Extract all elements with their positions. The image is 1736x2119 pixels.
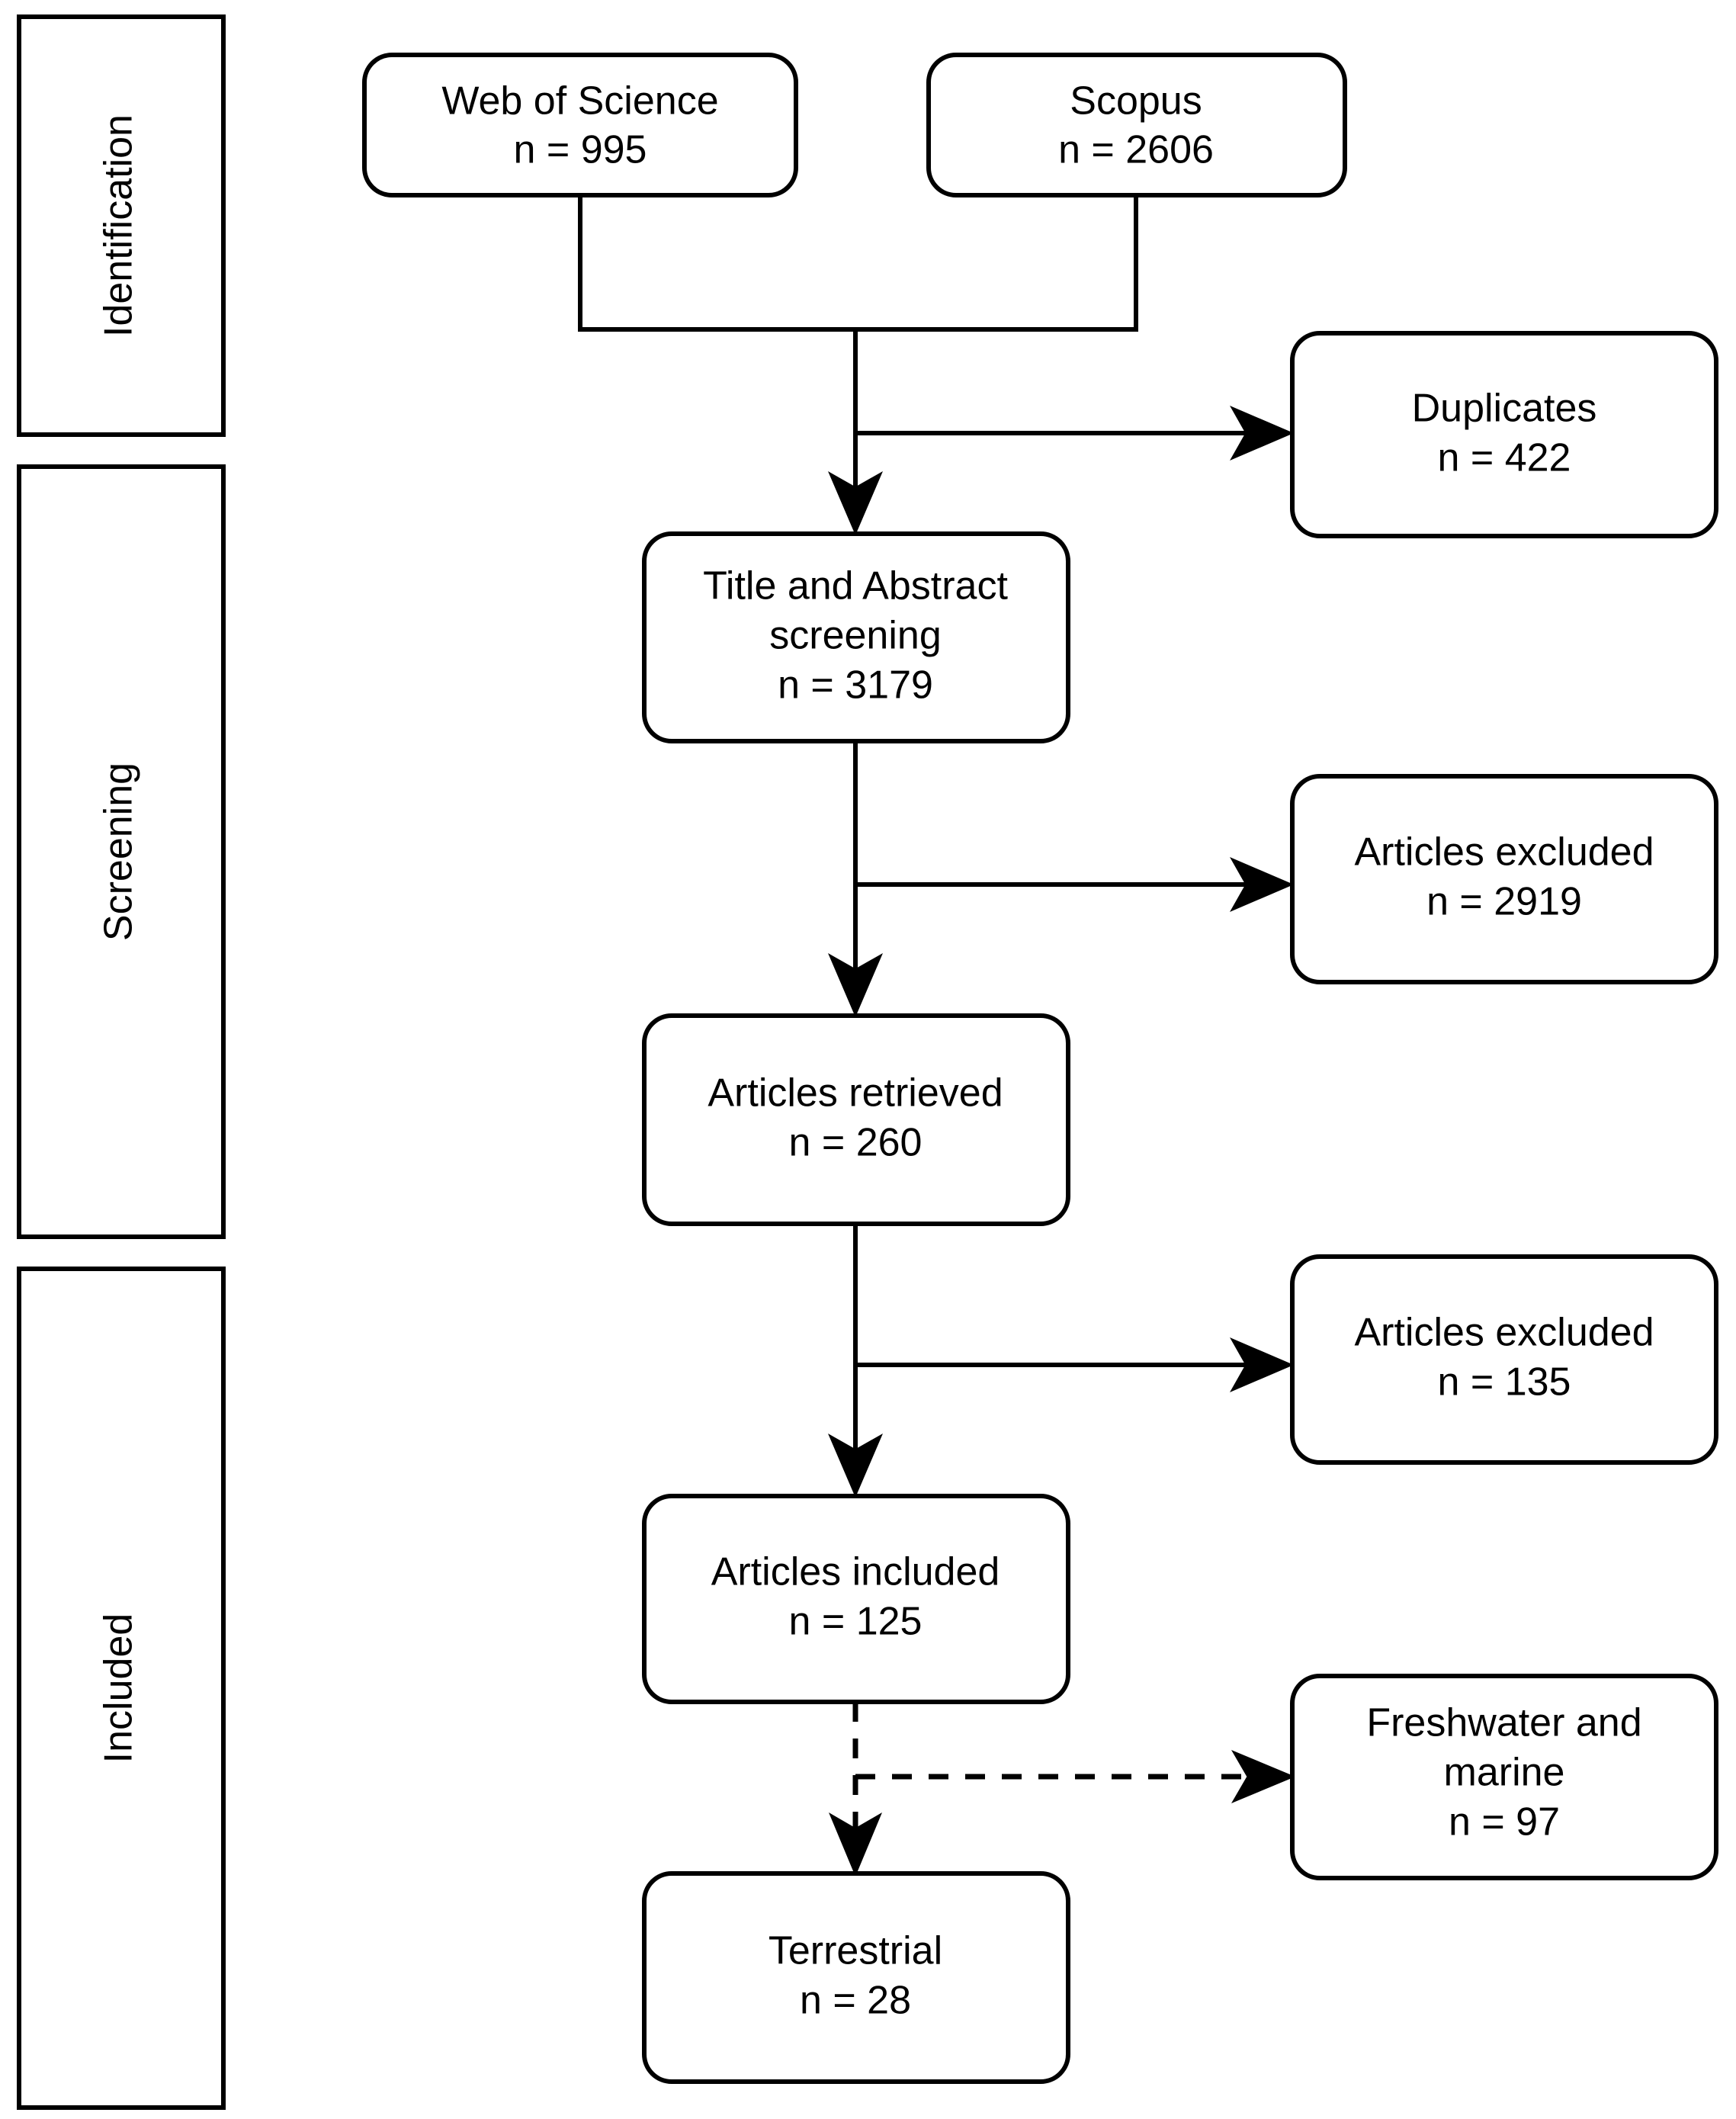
node-count-web-of-science: n = 995 [514,128,647,172]
stage-rect-included [17,1267,226,2110]
node-rect-scopus[interactable] [926,53,1347,197]
node-scopus[interactable]: Scopus n = 2606 [926,53,1347,197]
node-count-duplicates: n = 422 [1438,436,1571,480]
node-count-articles-excluded-fulltext: n = 135 [1438,1360,1571,1405]
node-title-abstract-screening[interactable]: Title and Abstract screening n = 3179 [642,531,1070,743]
node-rect-articles-excluded-fulltext[interactable] [1290,1254,1718,1465]
stage-box-included: Included [17,1267,226,2110]
node-title-duplicates: Duplicates [1412,387,1597,431]
stage-label-identification: Identification [97,114,141,337]
stage-label-screening: Screening [97,763,141,941]
node-rect-web-of-science[interactable] [362,53,798,197]
stage-rect-identification [17,14,226,437]
node-web-of-science[interactable]: Web of Science n = 995 [362,53,798,197]
node-title-articles-included: Articles included [711,1550,1000,1594]
node-articles-retrieved[interactable]: Articles retrieved n = 260 [642,1013,1070,1226]
node-title-web-of-science: Web of Science [441,79,718,124]
connector-layer [578,195,1295,1877]
node-title-terrestrial: Terrestrial [769,1929,942,1973]
node-terrestrial[interactable]: Terrestrial n = 28 [642,1871,1070,2084]
stage-box-screening: Screening [17,464,226,1239]
node-rect-articles-included[interactable] [642,1494,1070,1704]
node-subtitle-title-abstract-screening: screening [769,614,941,658]
node-count-articles-retrieved: n = 260 [789,1121,923,1165]
stage-rect-screening [17,464,226,1239]
node-rect-articles-excluded-screening[interactable] [1290,774,1718,984]
node-articles-excluded-fulltext[interactable]: Articles excluded n = 135 [1290,1254,1718,1465]
node-title-articles-retrieved: Articles retrieved [708,1071,1003,1116]
node-rect-freshwater-and-marine[interactable] [1290,1674,1718,1880]
node-freshwater-and-marine[interactable]: Freshwater and marine n = 97 [1290,1674,1718,1880]
node-rect-duplicates[interactable] [1290,331,1718,538]
node-title-articles-excluded-fulltext: Articles excluded [1354,1311,1654,1355]
stage-column: Identification Screening Included [17,14,226,2110]
node-subtitle-freshwater-and-marine: marine [1444,1751,1565,1795]
node-title-title-abstract-screening: Title and Abstract [703,564,1008,608]
node-count-title-abstract-screening: n = 3179 [778,663,933,708]
node-count-terrestrial: n = 28 [800,1979,911,2023]
node-title-articles-excluded-screening: Articles excluded [1354,830,1654,875]
node-rect-terrestrial[interactable] [642,1871,1070,2084]
stage-label-included: Included [97,1613,141,1764]
node-articles-excluded-screening[interactable]: Articles excluded n = 2919 [1290,774,1718,984]
node-layer: Web of Science n = 995 Scopus n = 2606 D… [362,53,1718,2084]
node-duplicates[interactable]: Duplicates n = 422 [1290,331,1718,538]
stage-box-identification: Identification [17,14,226,437]
node-count-freshwater-and-marine: n = 97 [1449,1800,1560,1844]
node-count-articles-excluded-screening: n = 2919 [1426,880,1582,924]
node-articles-included[interactable]: Articles included n = 125 [642,1494,1070,1704]
node-count-articles-included: n = 125 [789,1600,923,1644]
node-rect-articles-retrieved[interactable] [642,1013,1070,1226]
node-rect-title-abstract-screening[interactable] [642,531,1070,743]
node-count-scopus: n = 2606 [1058,128,1214,172]
node-title-freshwater-and-marine: Freshwater and [1366,1701,1641,1745]
node-title-scopus: Scopus [1070,79,1202,124]
